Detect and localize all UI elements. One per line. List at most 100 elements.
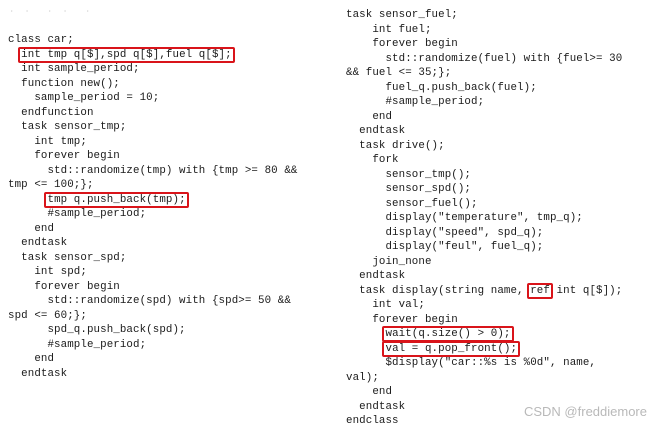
code-text: class car; xyxy=(8,34,74,46)
code-line: spd <= 60;}; xyxy=(8,309,333,324)
code-text: display("speed", spd_q); xyxy=(346,226,544,239)
code-text: forever begin xyxy=(346,38,458,50)
code-line: int spd; xyxy=(8,265,333,280)
code-text: sample_period = 10; xyxy=(8,92,160,104)
code-text: sensor_spd(); xyxy=(346,183,472,195)
code-line: int sample_period; xyxy=(8,62,333,77)
code-text: join_none xyxy=(346,255,432,268)
highlight-box: tmp q.push_back(tmp); xyxy=(44,191,189,208)
code-line: endtask xyxy=(346,269,651,284)
code-line: std::randomize(spd) with {spd>= 50 && xyxy=(8,294,333,309)
code-line: task sensor_fuel; xyxy=(346,8,651,23)
code-line: display("speed", spd_q); xyxy=(346,226,651,241)
code-text: #sample_period; xyxy=(8,208,147,220)
code-text: int spd; xyxy=(8,266,87,278)
code-line: $display("car::%s is %0d", name, xyxy=(346,356,651,371)
code-text: int sample_period; xyxy=(8,63,140,75)
code-line: sample_period = 10; xyxy=(8,91,333,106)
code-line: sensor_fuel(); xyxy=(346,197,651,212)
code-text: fork xyxy=(346,154,399,166)
code-line: int fuel; xyxy=(346,23,651,38)
code-text: fuel_q.push_back(fuel); xyxy=(346,81,537,94)
code-text: end xyxy=(8,353,55,365)
code-line: tmp q.push_back(tmp); xyxy=(8,191,333,208)
code-line: end xyxy=(346,110,651,125)
code-text: endtask xyxy=(346,270,406,282)
code-line: endtask xyxy=(8,236,333,251)
code-text: endfunction xyxy=(8,106,94,119)
code-line: fuel_q.push_back(fuel); xyxy=(346,81,651,96)
code-line: spd_q.push_back(spd); xyxy=(8,323,333,338)
code-column-left: class car; int tmp q[$],spd q[$],fuel q[… xyxy=(8,33,333,381)
code-text: end xyxy=(346,386,393,398)
code-text: int q[$]); xyxy=(549,284,623,297)
code-text: int fuel; xyxy=(346,23,432,36)
code-line: end xyxy=(8,222,333,237)
code-line: #sample_period; xyxy=(8,207,333,222)
code-line: && fuel <= 35;}; xyxy=(346,66,651,81)
code-line: display("temperature", tmp_q); xyxy=(346,211,651,226)
code-text: task display(string name, xyxy=(346,284,531,297)
code-column-right: task sensor_fuel; int fuel; forever begi… xyxy=(346,8,651,429)
code-text: spd_q.push_back(spd); xyxy=(8,324,186,336)
code-text: sensor_tmp(); xyxy=(346,168,472,181)
code-text: std::randomize(tmp) with {tmp >= 80 && xyxy=(8,164,298,177)
code-text: #sample_period; xyxy=(346,96,485,108)
code-line: val); xyxy=(346,371,651,386)
code-line: std::randomize(tmp) with {tmp >= 80 && xyxy=(8,164,333,179)
code-text: display("temperature", tmp_q); xyxy=(346,212,583,224)
code-text: && fuel <= 35;}; xyxy=(346,67,452,79)
code-text: std::randomize(fuel) with {fuel>= 30 xyxy=(346,52,623,65)
code-text: val); xyxy=(346,371,379,384)
code-line: std::randomize(fuel) with {fuel>= 30 xyxy=(346,52,651,67)
scan-artifact: · · · · · xyxy=(10,8,94,15)
code-line: endtask xyxy=(8,367,333,382)
highlight-box: ref xyxy=(527,282,553,299)
code-line: val = q.pop_front(); xyxy=(346,340,651,357)
code-text: endtask xyxy=(8,367,68,380)
code-line: fork xyxy=(346,153,651,168)
code-text: task sensor_fuel; xyxy=(346,9,458,21)
code-line: task sensor_tmp; xyxy=(8,120,333,135)
code-line: sensor_spd(); xyxy=(346,182,651,197)
code-text: function new(); xyxy=(8,77,120,90)
code-line: display("feul", fuel_q); xyxy=(346,240,651,255)
code-text: endtask xyxy=(346,125,406,137)
code-text: sensor_fuel(); xyxy=(346,197,478,210)
code-line: sensor_tmp(); xyxy=(346,168,651,183)
code-line: #sample_period; xyxy=(346,95,651,110)
watermark: CSDN @freddiemore xyxy=(523,404,647,419)
code-line: forever begin xyxy=(346,37,651,52)
code-line: endtask xyxy=(346,124,651,139)
code-text: endtask xyxy=(346,400,406,413)
code-line: forever begin xyxy=(8,280,333,295)
code-line: task display(string name, ref int q[$]); xyxy=(346,282,651,299)
code-text: endclass xyxy=(346,415,399,427)
code-line: #sample_period; xyxy=(8,338,333,353)
code-text xyxy=(346,328,385,340)
code-text: std::randomize(spd) with {spd>= 50 && xyxy=(8,295,291,307)
code-line: tmp <= 100;}; xyxy=(8,178,333,193)
code-text xyxy=(346,343,385,355)
code-text: int val; xyxy=(346,299,425,311)
code-text: tmp <= 100;}; xyxy=(8,179,94,191)
highlight-box: wait(q.size() > 0); xyxy=(382,326,514,342)
highlight-box: int tmp q[$],spd q[$],fuel q[$]; xyxy=(18,46,235,63)
code-line: endclass xyxy=(346,414,651,429)
code-line: class car; xyxy=(8,33,333,48)
code-line: endtask xyxy=(346,400,651,415)
code-text: forever begin xyxy=(8,280,120,293)
code-line: task drive(); xyxy=(346,139,651,154)
code-text: forever begin xyxy=(8,150,120,162)
code-line: int tmp q[$],spd q[$],fuel q[$]; xyxy=(8,46,333,63)
code-text: task sensor_tmp; xyxy=(8,121,127,133)
code-text: #sample_period; xyxy=(8,338,147,351)
code-text: int tmp; xyxy=(8,135,87,148)
code-line: end xyxy=(346,385,651,400)
code-text: task drive(); xyxy=(346,139,445,152)
highlight-box: val = q.pop_front(); xyxy=(382,340,521,357)
code-line: endfunction xyxy=(8,106,333,121)
code-line: wait(q.size() > 0); xyxy=(346,326,651,342)
code-line: function new(); xyxy=(8,77,333,92)
code-text: task sensor_spd; xyxy=(8,251,127,264)
